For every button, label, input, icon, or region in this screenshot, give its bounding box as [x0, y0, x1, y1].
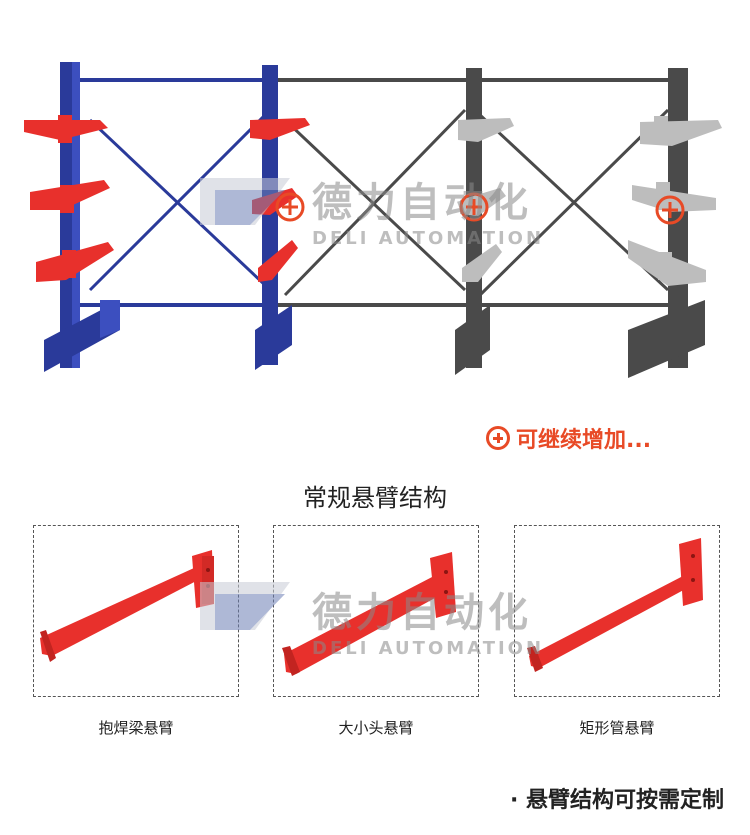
add-more-text: 可继续增加...: [516, 428, 652, 453]
watermark-cn: 德力自动化: [312, 180, 532, 226]
arms-column-1: [24, 115, 114, 282]
watermark-en: DELI AUTOMATION: [312, 228, 545, 249]
arms-column-3: [458, 118, 514, 282]
customization-note: · 悬臂结构可按需定制: [509, 788, 724, 813]
column-blue-1: [44, 62, 120, 372]
rectangular-tube-arm-image: [527, 538, 703, 672]
tapered-arm-image: [282, 552, 456, 676]
add-more-note: 可继续增加...: [486, 422, 651, 454]
plus-circle-icon: [486, 426, 510, 450]
arm-panel-3: [514, 525, 720, 697]
add-position-icon: [655, 195, 685, 225]
add-position-icon: [459, 192, 489, 222]
cantilever-rack-illustration: [24, 62, 722, 378]
watermark-cn: 德力自动化: [312, 590, 532, 636]
watermark-logo-middle: [200, 582, 290, 630]
add-position-icon: [275, 192, 305, 222]
arm-label-1: 抱焊梁悬臂: [98, 719, 174, 737]
arm-label-3: 矩形管悬臂: [579, 719, 655, 737]
watermark-middle: 德力自动化 DELI AUTOMATION: [312, 580, 544, 659]
arm-panel-2: [273, 525, 479, 697]
watermark-en: DELI AUTOMATION: [312, 638, 545, 659]
arm-label-2: 大小头悬臂: [338, 719, 414, 737]
arms-column-4: [628, 116, 722, 286]
watermark-top: 德力自动化 DELI AUTOMATION: [312, 170, 544, 249]
column-grey-3: [455, 68, 490, 375]
section-title: 常规悬臂结构: [303, 484, 447, 512]
watermark-logo: [200, 178, 290, 225]
